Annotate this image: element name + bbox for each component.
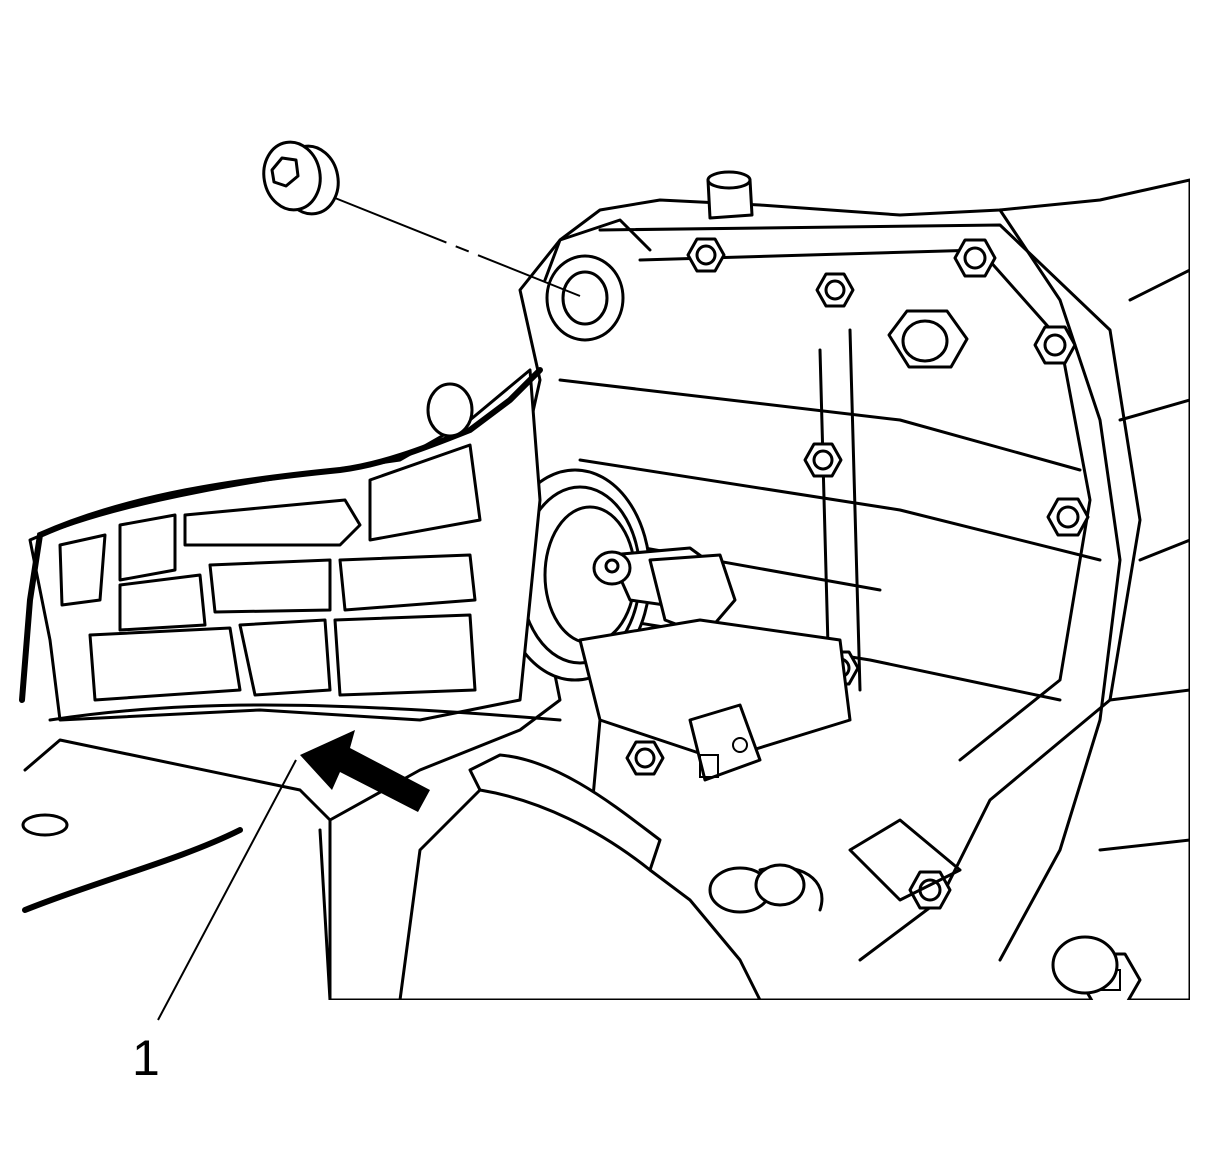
top-stud xyxy=(706,170,754,220)
support-bracket xyxy=(21,738,332,1000)
drain-plug-icon xyxy=(262,140,340,216)
lower-bracket xyxy=(398,753,1119,1000)
plug-leader-line xyxy=(334,197,581,297)
callout-1-label: 1 xyxy=(132,1030,160,1086)
callout-1: 1 xyxy=(132,759,297,1086)
ribbed-casting xyxy=(19,367,562,722)
drain-plug-boss xyxy=(543,218,652,342)
direction-arrow-icon xyxy=(300,730,430,812)
